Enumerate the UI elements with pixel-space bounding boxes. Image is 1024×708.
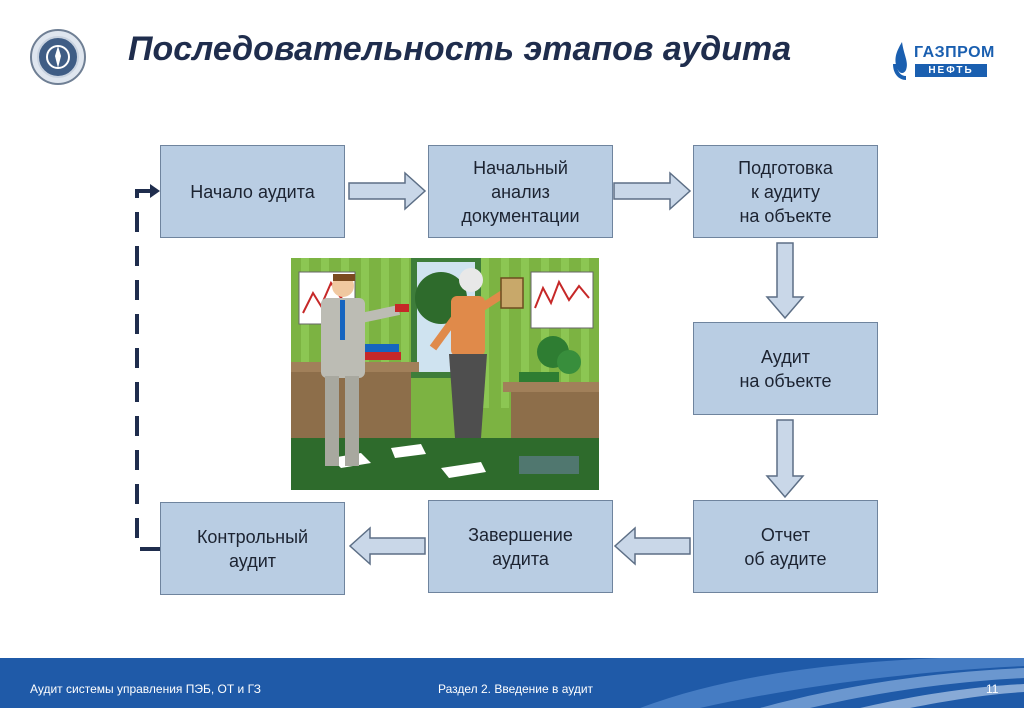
feedback-dashed-line (135, 189, 160, 551)
arrow-down-1 (765, 242, 805, 320)
emblem-icon (30, 29, 86, 85)
arrow-left-1 (613, 526, 691, 566)
footer-section-title: Раздел 2. Введение в аудит (438, 682, 594, 696)
gazprom-flame-icon (893, 42, 907, 80)
arrow-right-1 (348, 171, 427, 211)
logo-text-main: ГАЗПРОМ (914, 44, 995, 61)
logo-text-sub: НЕФТЬ (915, 64, 987, 77)
page-title: Последовательность этапов аудита (128, 30, 792, 68)
page-number: 11 (986, 682, 999, 696)
arrow-down-2 (765, 419, 805, 499)
step-onsite-preparation: Подготовка к аудиту на объекте (693, 145, 878, 238)
step-audit-completion: Завершение аудита (428, 500, 613, 593)
office-audit-illustration (291, 258, 599, 490)
step-start-audit: Начало аудита (160, 145, 345, 238)
feedback-arrowhead (150, 184, 160, 198)
step-audit-report: Отчет об аудите (693, 500, 878, 593)
step-onsite-audit: Аудит на объекте (693, 322, 878, 415)
arrow-right-2 (613, 171, 692, 211)
company-logo: ГАЗПРОМ НЕФТЬ (890, 40, 994, 84)
footer-bar: Аудит системы управления ПЭБ, ОТ и ГЗ Ра… (0, 658, 1024, 708)
step-initial-document-review: Начальный анализ документации (428, 145, 613, 238)
footer-wave-decoration (0, 658, 1024, 708)
footer-course-title: Аудит системы управления ПЭБ, ОТ и ГЗ (30, 682, 262, 696)
arrow-left-2 (348, 526, 426, 566)
step-follow-up-audit: Контрольный аудит (160, 502, 345, 595)
